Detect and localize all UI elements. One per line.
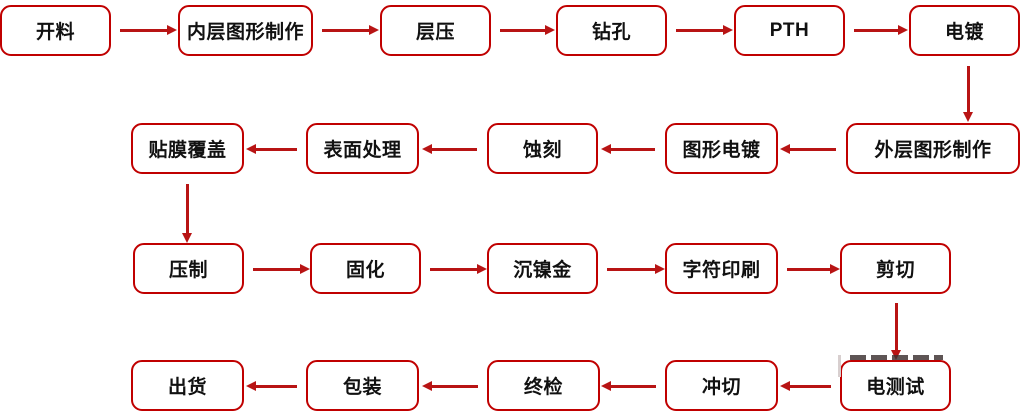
process-node-label: 内层图形制作	[186, 22, 304, 43]
process-node-label: 冲切	[701, 377, 741, 398]
arrow-head-icon	[962, 112, 973, 122]
flow-arrow-n18-to-n19	[601, 381, 656, 391]
process-node-n7[interactable]: 外层图形制作	[846, 123, 1020, 174]
flow-arrow-n1-to-n2	[120, 25, 177, 35]
flow-arrow-n7-to-n8	[780, 144, 836, 154]
arrow-head-icon	[545, 25, 555, 35]
process-node-label: 字符印刷	[682, 260, 761, 281]
arrow-head-icon	[167, 25, 177, 35]
arrow-head-icon	[601, 381, 611, 391]
arrow-head-icon	[723, 25, 733, 35]
process-node-n4[interactable]: 钻孔	[556, 5, 667, 56]
process-node-label: 蚀刻	[522, 140, 562, 161]
flow-arrow-n6-to-n7	[962, 66, 973, 122]
process-node-label: 图形电镀	[682, 140, 761, 161]
process-node-n18[interactable]: 冲切	[665, 360, 778, 411]
process-node-label: 终检	[523, 377, 563, 398]
process-node-n13[interactable]: 固化	[310, 243, 421, 294]
arrow-head-icon	[181, 233, 192, 243]
process-node-n3[interactable]: 层压	[380, 5, 491, 56]
flow-arrow-n2-to-n3	[322, 25, 379, 35]
process-node-n20[interactable]: 包装	[306, 360, 419, 411]
arrow-head-icon	[422, 144, 432, 154]
process-node-n21[interactable]: 出货	[131, 360, 244, 411]
flow-arrow-n19-to-n20	[422, 381, 478, 391]
process-node-n15[interactable]: 字符印刷	[665, 243, 778, 294]
process-node-n12[interactable]: 压制	[133, 243, 244, 294]
process-node-n16[interactable]: 剪切	[840, 243, 951, 294]
process-node-label: 层压	[415, 22, 455, 43]
flow-arrow-n17-to-n18	[780, 381, 831, 391]
arrow-head-icon	[898, 25, 908, 35]
process-node-label: 电测试	[866, 377, 925, 398]
flow-arrow-n12-to-n13	[253, 264, 310, 274]
process-node-n9[interactable]: 蚀刻	[487, 123, 598, 174]
process-node-label: 电镀	[944, 22, 984, 43]
flow-arrow-n14-to-n15	[607, 264, 665, 274]
process-node-n14[interactable]: 沉镍金	[487, 243, 598, 294]
flow-arrow-n16-to-n17	[890, 303, 901, 360]
process-node-label: 外层图形制作	[874, 140, 992, 161]
arrow-head-icon	[780, 381, 790, 391]
process-node-n10[interactable]: 表面处理	[306, 123, 419, 174]
process-node-n2[interactable]: 内层图形制作	[178, 5, 313, 56]
process-node-label: 压制	[168, 260, 208, 281]
flow-arrow-n13-to-n14	[430, 264, 487, 274]
arrow-head-icon	[246, 144, 256, 154]
process-node-label: 出货	[167, 377, 207, 398]
process-node-label: 沉镍金	[513, 260, 572, 281]
arrow-head-icon	[477, 264, 487, 274]
arrow-head-icon	[655, 264, 665, 274]
flow-arrow-n3-to-n4	[500, 25, 555, 35]
process-node-label: 开料	[35, 22, 75, 43]
process-node-label: 固化	[345, 260, 385, 281]
process-node-label: 包装	[342, 377, 382, 398]
process-node-n19[interactable]: 终检	[487, 360, 600, 411]
process-node-label: 贴膜覆盖	[148, 140, 227, 161]
process-node-n6[interactable]: 电镀	[909, 5, 1020, 56]
flow-arrow-n10-to-n11	[246, 144, 297, 154]
arrow-head-icon	[369, 25, 379, 35]
arrow-head-icon	[246, 381, 256, 391]
arrow-head-icon	[300, 264, 310, 274]
flow-arrow-n20-to-n21	[246, 381, 297, 391]
arrow-head-icon	[422, 381, 432, 391]
process-node-n5[interactable]: PTH	[734, 5, 845, 56]
process-node-label: 表面处理	[323, 140, 402, 161]
flow-arrow-n15-to-n16	[787, 264, 840, 274]
flow-arrow-n9-to-n10	[422, 144, 477, 154]
process-node-n8[interactable]: 图形电镀	[665, 123, 778, 174]
process-node-n11[interactable]: 贴膜覆盖	[131, 123, 244, 174]
flow-arrow-n4-to-n5	[676, 25, 733, 35]
process-node-label: PTH	[769, 19, 810, 41]
process-node-label: 钻孔	[591, 22, 631, 43]
flow-arrow-n5-to-n6	[854, 25, 908, 35]
process-node-n1[interactable]: 开料	[0, 5, 111, 56]
arrow-head-icon	[830, 264, 840, 274]
flow-arrow-n8-to-n9	[601, 144, 655, 154]
process-node-n17[interactable]: 电测试	[838, 355, 951, 411]
arrow-head-icon	[780, 144, 790, 154]
process-node-label: 剪切	[875, 260, 915, 281]
arrow-head-icon	[601, 144, 611, 154]
flow-arrow-n11-to-n12	[181, 184, 192, 243]
